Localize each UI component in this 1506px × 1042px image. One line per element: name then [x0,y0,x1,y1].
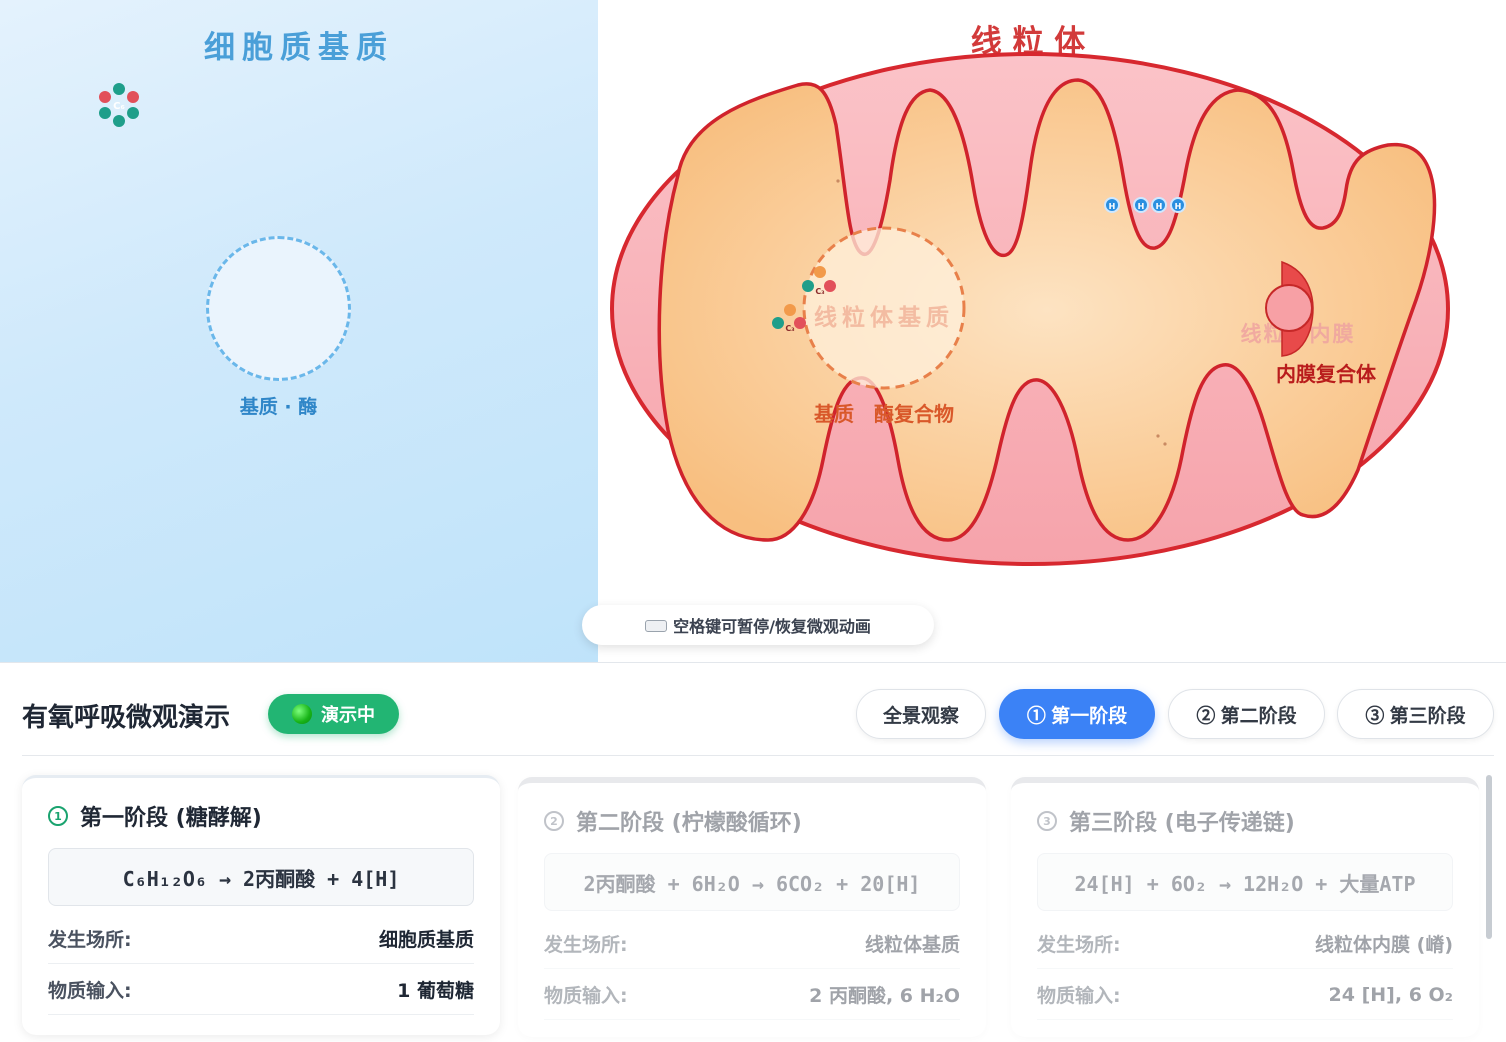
page-title: 有氧呼吸微观演示 [22,703,231,733]
divider [22,755,1494,756]
site-value: 细胞质基质 [378,929,474,951]
stage-number-icon: 3 [1037,811,1057,831]
site-value: 线粒体基质 [864,934,960,956]
input-row: 物质输入: 24 [H], 6 O₂ [1037,970,1453,1020]
matrix-label: 线粒体基质 [814,304,954,331]
stage1-card[interactable]: 1 第一阶段 (糖酵解) C₆H₁₂O₆ → 2丙酮酸 + 4[H] 发生场所:… [22,775,500,1035]
mitochondrion-region: 线 粒 体 线粒体基质 基质 酶复合物 C₃ C₃ H [598,0,1506,662]
status-badge: 演示中 [268,694,399,734]
stage2-button[interactable]: ② 第二阶段 [1168,689,1325,739]
reaction-equation: 2丙酮酸 + 6H₂O → 6CO₂ + 20[H] [544,853,960,911]
site-value: 线粒体内膜 (嵴) [1315,934,1453,956]
pyruvate-molecule-icon: C₃ [802,266,836,296]
site-key: 发生场所: [1037,934,1121,956]
status-text: 演示中 [321,705,375,726]
c6-label: C₆ [113,101,125,112]
reaction-equation: 24[H] + 6O₂ → 12H₂O + 大量ATP [1037,853,1453,911]
site-row: 发生场所: 线粒体内膜 (嵴) [1037,919,1453,969]
stage2-card[interactable]: 2 第二阶段 (柠檬酸循环) 2丙酮酸 + 6H₂O → 6CO₂ + 20[H… [518,777,986,1037]
hydrogen-carrier-group: H H H H [1104,197,1186,213]
keyboard-icon [645,620,668,632]
overview-button[interactable]: 全景观察 [856,689,986,739]
enzyme-label: 基质 · 酶 [239,396,318,418]
input-row: 物质输入: 1 葡萄糖 [48,965,474,1015]
site-key: 发生场所: [544,934,628,956]
stage1-button[interactable]: ① 第一阶段 [999,689,1155,739]
pyruvate-molecule-icon: C₃ [772,304,806,333]
control-panel: 有氧呼吸微观演示 演示中 全景观察 ① 第一阶段 ② 第二阶段 ③ 第三阶段 1… [0,662,1506,1042]
input-value: 24 [H], 6 O₂ [1328,983,1453,1006]
keyboard-hint: 空格键可暂停/恢复微观动画 [582,605,934,645]
input-key: 物质输入: [48,980,132,1002]
stage3-button[interactable]: ③ 第三阶段 [1337,689,1494,739]
site-row: 发生场所: 细胞质基质 [48,914,474,964]
input-value: 1 葡萄糖 [397,980,474,1002]
matrix-enzyme-site [802,226,966,390]
input-row: 物质输入: 2 丙酮酸, 6 H₂O [544,970,960,1020]
input-value: 2 丙酮酸, 6 H₂O [809,985,960,1007]
microscopic-stage: 细胞质基质 C₆ 基质 · 酶 线 [0,0,1506,662]
stage-number-icon: 1 [48,806,68,826]
input-key: 物质输入: [1037,985,1121,1007]
h-label: H [1138,202,1145,211]
inner-membrane-cristae [657,78,1437,542]
cytoplasm-region: 细胞质基质 C₆ 基质 · 酶 [0,0,598,662]
stage3-card[interactable]: 3 第三阶段 (电子传递链) 24[H] + 6O₂ → 12H₂O + 大量A… [1011,777,1479,1037]
site-row: 发生场所: 线粒体基质 [544,919,960,969]
c3-label: C₃ [815,287,825,296]
matrix-complex-label: 基质 酶复合物 [814,402,954,426]
hint-text: 空格键可暂停/恢复微观动画 [673,617,871,636]
cards-scrollbar[interactable] [1486,775,1492,939]
reaction-equation: C₆H₁₂O₆ → 2丙酮酸 + 4[H] [48,848,474,906]
mitochondrion-diagram: 线 粒 体 线粒体基质 基质 酶复合物 C₃ C₃ H [610,24,1450,566]
cytoplasm-title: 细胞质基质 [204,30,394,66]
c3-label: C₃ [785,324,795,333]
green-circle-icon [292,704,312,724]
membrane-complex-icon [1265,260,1314,357]
h-label: H [1109,202,1116,211]
membrane-complex-label: 内膜复合体 [1276,362,1377,386]
enzyme-site [206,236,351,381]
glucose-molecule-icon: C₆ [99,83,139,127]
h-label: H [1156,202,1163,211]
card-title: 第三阶段 (电子传递链) [1069,811,1295,836]
h-label: H [1175,202,1182,211]
card-title: 第一阶段 (糖酵解) [80,806,262,831]
input-key: 物质输入: [544,985,628,1007]
site-key: 发生场所: [48,929,132,951]
card-title: 第二阶段 (柠檬酸循环) [576,811,802,836]
stage-number-icon: 2 [544,811,564,831]
